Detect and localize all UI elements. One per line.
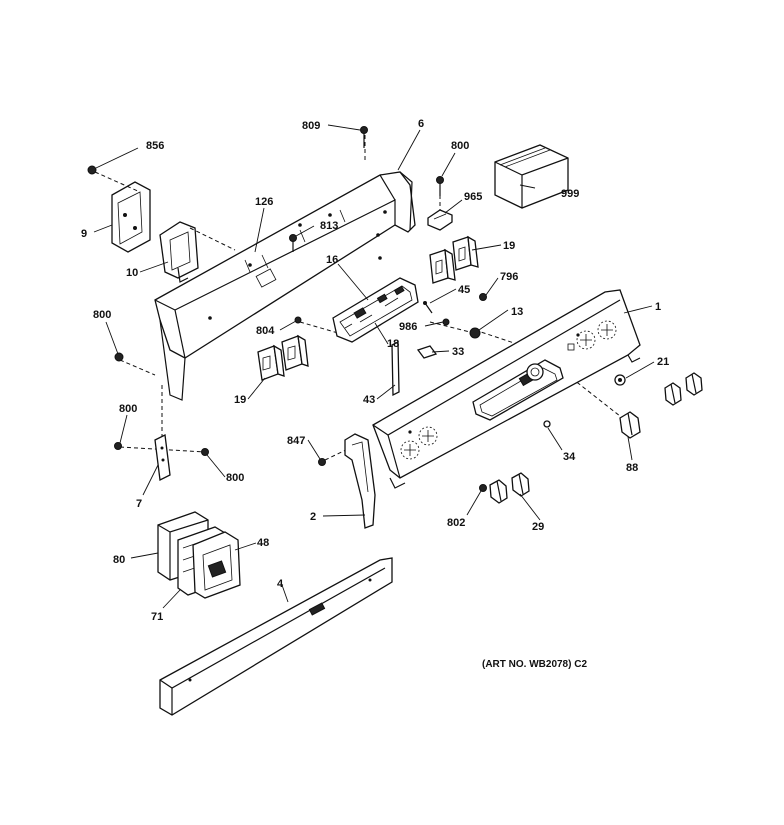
label-796: 796 (500, 271, 518, 283)
screw-796 (479, 293, 487, 301)
label-19-lower: 19 (234, 394, 246, 406)
screw-800-right (201, 448, 209, 456)
part-7-bracket (154, 434, 171, 481)
part-16-control-board (332, 277, 419, 343)
label-800-left: 800 (93, 309, 111, 321)
label-813: 813 (320, 220, 338, 232)
assembly-line (474, 329, 521, 346)
label-126: 126 (255, 196, 273, 208)
screw-813 (289, 234, 297, 252)
label-6: 6 (418, 118, 424, 130)
screw-800-lower (114, 442, 122, 450)
label-33: 33 (452, 346, 464, 358)
part-21-grommet (614, 374, 626, 386)
label-10: 10 (126, 267, 138, 279)
label-13: 13 (511, 306, 523, 318)
screw-847 (318, 458, 326, 466)
label-45: 45 (458, 284, 470, 296)
screw-800-left (114, 352, 124, 362)
label-18: 18 (387, 338, 399, 350)
label-16: 16 (326, 254, 338, 266)
part-33-clip (416, 345, 438, 359)
label-804: 804 (256, 325, 275, 337)
part-45-rod (423, 301, 433, 314)
screw-986 (442, 318, 450, 326)
part-13-grommet (469, 327, 481, 339)
part-999-box (494, 144, 569, 209)
label-800: 800 (451, 140, 469, 152)
part-29-knob-pair (489, 472, 530, 504)
assembly-line (299, 321, 346, 336)
part-4-trim (159, 557, 393, 716)
label-9: 9 (81, 228, 87, 240)
label-965: 965 (464, 191, 482, 203)
screw-800-top (436, 176, 444, 196)
label-43: 43 (363, 394, 375, 406)
label-999: 999 (561, 188, 579, 200)
label-847: 847 (287, 435, 305, 447)
screw-804 (294, 316, 302, 324)
label-802: 802 (447, 517, 465, 529)
leader-lines (93, 124, 655, 609)
label-800-right: 800 (226, 472, 244, 484)
label-800-lower: 800 (119, 403, 137, 415)
label-19-upper: 19 (503, 240, 515, 252)
label-34: 34 (563, 451, 576, 463)
label-71: 71 (151, 611, 163, 623)
part-labels: 856 809 6 800 965 999 9 126 813 10 19 16… (81, 118, 669, 670)
part-34-screw (543, 420, 551, 428)
part-965-bracket (427, 209, 453, 231)
part-88-knob-pair (664, 372, 703, 406)
label-7: 7 (136, 498, 142, 510)
label-48: 48 (257, 537, 269, 549)
part-10-side-bracket (159, 221, 199, 283)
label-1: 1 (655, 301, 661, 313)
assembly-line (94, 171, 141, 193)
part-2-side-bracket (344, 433, 376, 529)
label-809: 809 (302, 120, 320, 132)
label-29: 29 (532, 521, 544, 533)
label-856: 856 (146, 140, 164, 152)
assembly-line (189, 227, 236, 251)
art-number: (ART NO. WB2078) C2 (482, 659, 587, 670)
part-1-control-panel (372, 289, 641, 489)
label-986: 986 (399, 321, 417, 333)
part-19-switch-upper (429, 235, 479, 284)
screw-802 (479, 484, 487, 492)
screw-856 (87, 165, 97, 175)
part-48-transformer (192, 531, 241, 599)
label-4: 4 (277, 578, 284, 590)
label-88: 88 (626, 462, 638, 474)
assembly-line (119, 359, 156, 376)
part-88-knob (619, 411, 641, 439)
screw-809 (360, 126, 368, 148)
part-9-side-bracket (111, 181, 151, 253)
part-19-switch-lower (257, 334, 309, 381)
label-2: 2 (310, 511, 316, 523)
label-80: 80 (113, 554, 125, 566)
part-43-rod (391, 340, 400, 397)
label-21: 21 (657, 356, 669, 368)
part-6-backsplash-frame (154, 171, 416, 401)
